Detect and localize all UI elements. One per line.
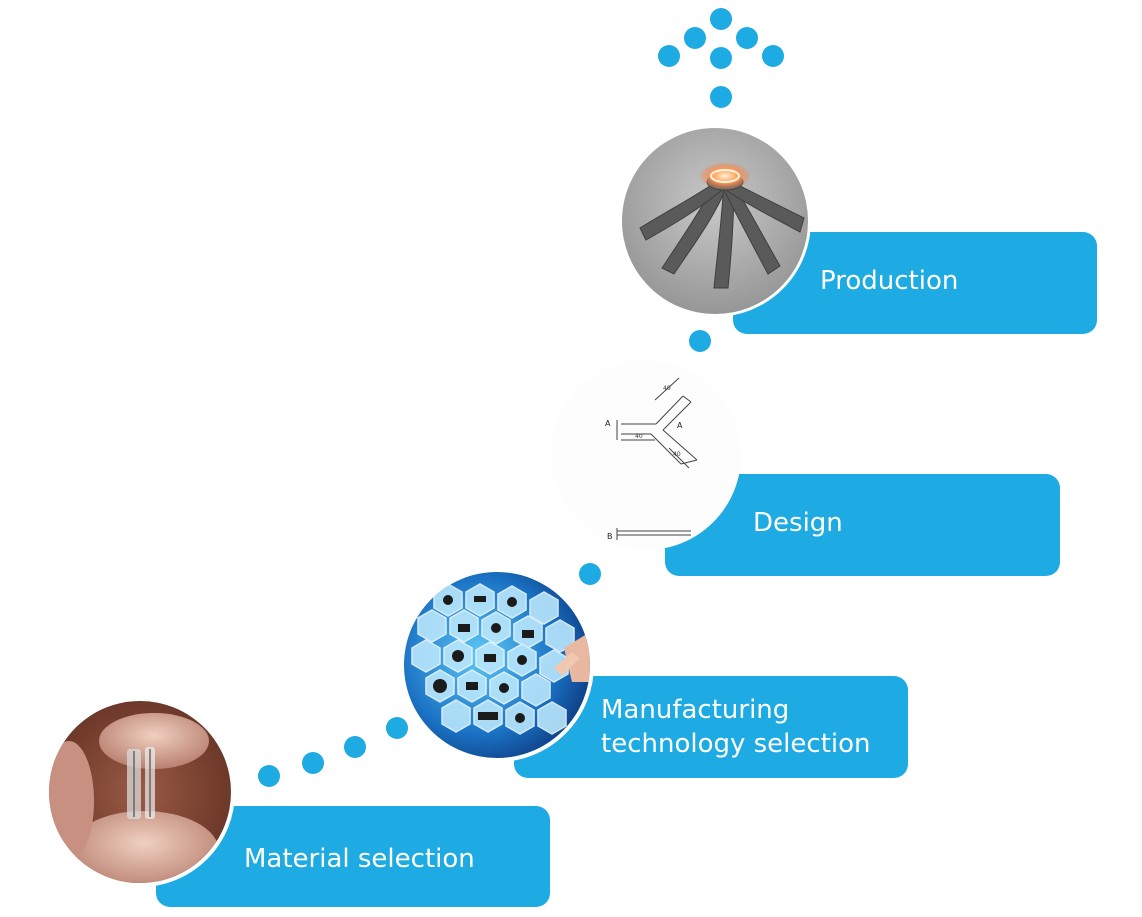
section-a-left-label: A [605, 419, 611, 428]
arrow-dot [762, 45, 784, 67]
arrow-dot [710, 47, 732, 69]
arrow-dot [710, 86, 732, 108]
path-dot [386, 717, 408, 739]
arrow-dot [710, 8, 732, 30]
material-selection-image [45, 697, 235, 887]
production-image [619, 125, 811, 317]
3d-printed-impeller-illustration [622, 128, 808, 314]
step-label-material-selection: Material selection [156, 806, 550, 907]
arrow-dot [658, 45, 680, 67]
path-dot [689, 330, 711, 352]
arrow-dot [684, 27, 706, 49]
dimension-mid-label: 40 [635, 433, 643, 440]
design-text: Design [753, 507, 843, 538]
path-dot [579, 563, 601, 585]
production-text: Production [820, 265, 959, 296]
path-dot [302, 752, 324, 774]
arrow-dot [736, 27, 758, 49]
material-selection-text: Material selection [244, 843, 475, 874]
path-dot [258, 765, 280, 787]
manufacturing-text-line1: Manufacturing [601, 695, 790, 726]
technical-drawing-illustration: A A B 40 40 40 [551, 360, 741, 550]
dimension-top-label: 40 [663, 385, 671, 392]
dimension-diag-label: 40 [673, 451, 681, 458]
section-a-right-label: A [677, 421, 683, 430]
manufacturing-technology-image [400, 568, 594, 762]
section-b-label: B [607, 532, 613, 541]
path-dot [344, 736, 366, 758]
manufacturing-text-line2: technology selection [601, 729, 871, 759]
hexagon-icons-illustration [404, 572, 590, 758]
design-image: A A B 40 40 40 [551, 360, 741, 550]
fingers-holding-sample-illustration [49, 701, 231, 883]
